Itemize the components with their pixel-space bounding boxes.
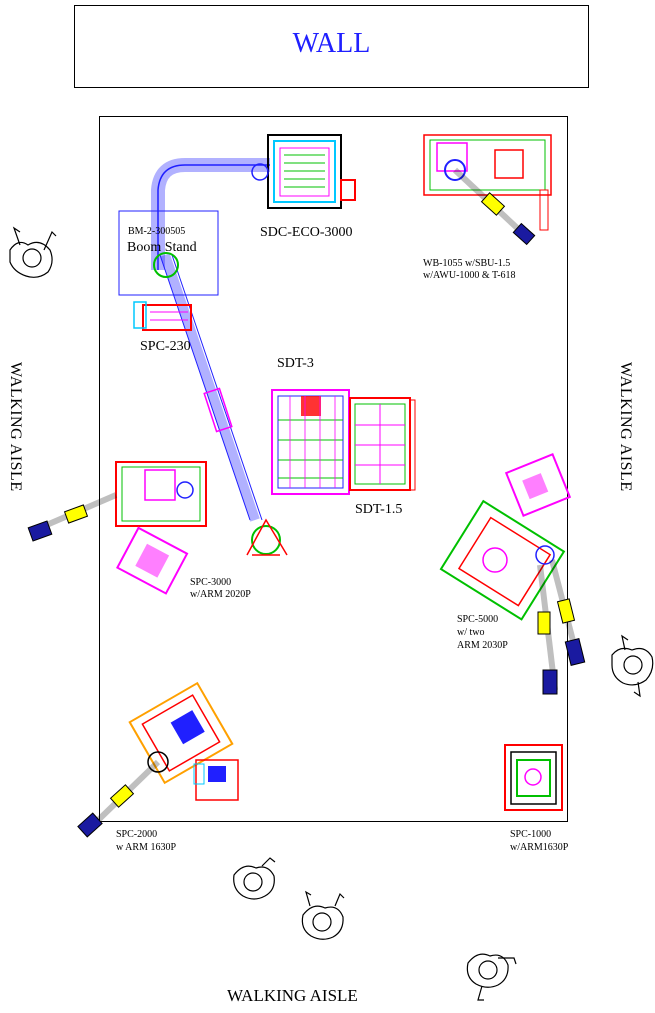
sdc-eco-3000-label: SDC-ECO-3000 [260, 225, 353, 240]
person-figure-bottom-2 [301, 890, 345, 940]
sdt-3-unit [271, 389, 350, 495]
person-figure-bottom-1 [233, 857, 276, 900]
spc-3000-label-line2: w/ARM 2020P [190, 589, 251, 600]
boom-stand-box [118, 210, 219, 296]
spc-5000-label-line2: w/ two [457, 627, 485, 638]
wb-1055-label-line2: w/AWU-1000 & T-618 [423, 270, 516, 281]
sdt-1-5-unit [349, 397, 416, 491]
spc-230-label: SPC-230 [140, 339, 191, 354]
room-outline [99, 116, 568, 822]
sdt-3-label: SDT-3 [277, 356, 314, 371]
boom-stand-model-label: BM-2-300505 [128, 226, 186, 237]
person-figure-right [611, 634, 654, 698]
spc-3000-label-line1: SPC-3000 [190, 577, 232, 588]
spc-2000-unit [77, 681, 239, 838]
person-figure-bottom-3 [466, 953, 517, 1001]
wb-1055-unit [423, 134, 552, 246]
spc-2000-label-line2: w ARM 1630P [116, 842, 177, 853]
spc-1000-label-line2: w/ARM1630P [510, 842, 569, 853]
person-figure-left [9, 226, 57, 278]
spc-3000-unit [27, 461, 207, 595]
boom-arm [160, 253, 260, 522]
spc-5000-unit [439, 453, 586, 695]
sdc-eco-3000-unit [251, 134, 356, 209]
spc-2000-label-line1: SPC-2000 [116, 829, 158, 840]
spc-5000-label-line1: SPC-5000 [457, 614, 499, 625]
spc-5000-label-line3: ARM 2030P [457, 640, 508, 651]
walking-aisle-right-label: WALKING AISLE [617, 362, 634, 492]
walking-aisle-bottom-label: WALKING AISLE [227, 986, 358, 1005]
spc-1000-label-line1: SPC-1000 [510, 829, 552, 840]
wall-label: WALL [292, 28, 371, 59]
walking-aisle-left-label: WALKING AISLE [7, 362, 24, 492]
sdt-1-5-label: SDT-1.5 [355, 502, 403, 517]
spc-230-unit [133, 301, 192, 331]
spc-1000-unit [504, 744, 563, 811]
wall-box [74, 5, 589, 88]
boom-stand-label: Boom Stand [127, 240, 197, 255]
wb-1055-label-line1: WB-1055 w/SBU-1.5 [423, 258, 511, 269]
